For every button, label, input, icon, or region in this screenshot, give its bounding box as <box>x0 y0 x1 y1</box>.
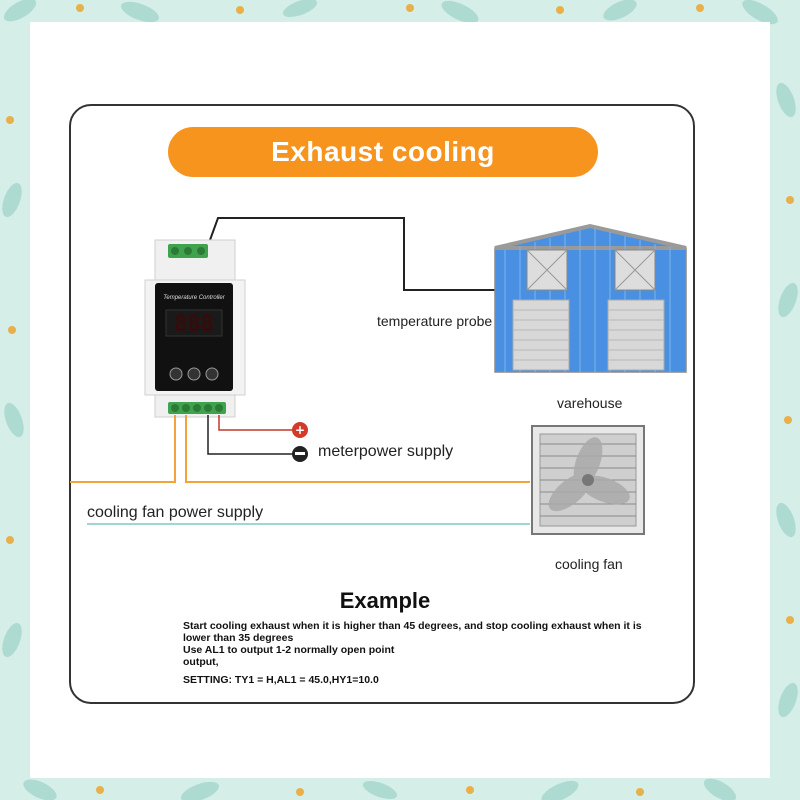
probe-wire <box>209 217 500 291</box>
example-heading: Example <box>339 588 431 613</box>
example-line-2: Use AL1 to output 1-2 normally open poin… <box>183 644 395 656</box>
positive-terminal-icon <box>292 422 308 438</box>
example-line-1: Start cooling exhaust when it is higher … <box>183 620 642 644</box>
temperature-probe-label: temperature probe <box>377 313 493 329</box>
example-line-3: output, <box>183 656 219 668</box>
page-title: Exhaust cooling <box>168 127 598 177</box>
example-setting: SETTING: TY1 = H,AL1 = 45.0,HY1=10.0 <box>183 674 379 686</box>
cooling-fan-power-supply-label: cooling fan power supply <box>87 504 264 521</box>
fan-wire-1 <box>70 415 176 483</box>
cooling-fan-label: cooling fan <box>555 556 623 572</box>
temperature-controller: Temperature Controller 888 <box>144 239 246 418</box>
controller-display: 888 <box>174 312 214 337</box>
meter-wire-positive <box>218 415 294 431</box>
fan-wire-2 <box>185 415 530 483</box>
warehouse-label: varehouse <box>557 395 623 411</box>
meter-power-supply-label: meterpower supply <box>318 443 454 460</box>
example-text: Start cooling exhaust when it is higher … <box>183 620 653 686</box>
cooling-fan-illustration <box>531 425 645 535</box>
controller-header: Temperature Controller <box>163 295 225 301</box>
warehouse-illustration <box>494 223 687 373</box>
meter-wire-negative <box>207 415 294 455</box>
svg-text:+: + <box>295 423 305 437</box>
